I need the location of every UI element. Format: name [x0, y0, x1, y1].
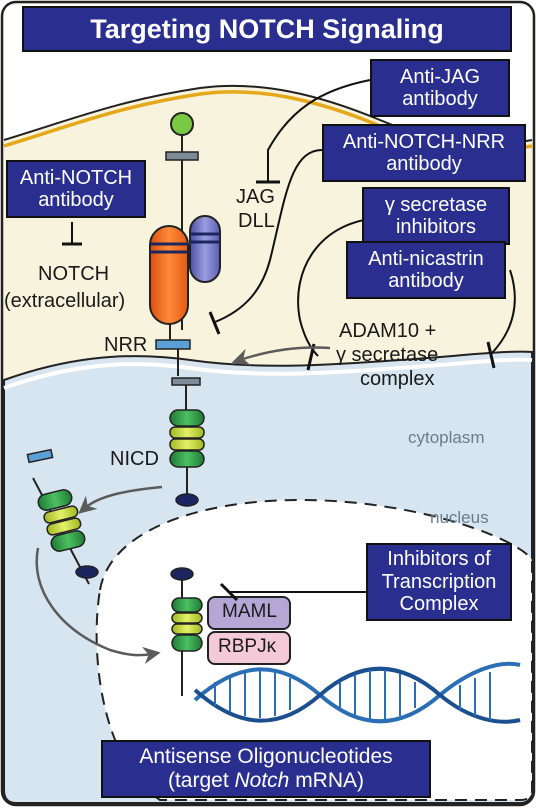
- nucleus-label: nucleus: [430, 508, 489, 527]
- jag-label: JAG: [236, 186, 275, 208]
- maml-protein: [207, 596, 291, 630]
- notch-extracellular-label: (extracellular): [4, 290, 126, 312]
- adam10-label: ADAM10 +: [339, 320, 437, 342]
- anti-notch-nrr-antibody-box: Anti-NOTCH-NRR antibody: [322, 124, 526, 182]
- antisense-oligonucleotides-box: Antisense Oligonucleotides (target Notch…: [101, 740, 431, 798]
- receiving-cell-membrane: [3, 357, 533, 390]
- process-arrows: [35, 346, 331, 665]
- gamma-secretase-inhibitors-box: γ secretase inhibitors: [362, 187, 510, 245]
- transcription-complex-inhibitors-box: Inhibitors of Transcription Complex: [366, 543, 512, 621]
- anti-jag-antibody-box: Anti-JAG antibody: [370, 59, 510, 117]
- inhibition-lines: [62, 79, 516, 602]
- page-title: Targeting NOTCH Signaling: [90, 13, 444, 44]
- title-box: Targeting NOTCH Signaling: [22, 6, 512, 52]
- cytoplasm-label: cytoplasm: [408, 428, 485, 447]
- rbpjk-protein: [207, 631, 291, 665]
- notch-label: NOTCH: [38, 263, 110, 285]
- nrr-label: NRR: [104, 334, 148, 356]
- dll-label: DLL: [238, 210, 275, 232]
- rbpjk-label: RBPJκ: [218, 636, 277, 657]
- nrr-domain: [155, 339, 191, 350]
- nuclear-transcription-complex: [170, 567, 291, 696]
- antisense-target-line: (target Notch mRNA): [167, 769, 365, 792]
- anti-notch-antibody-box: Anti-NOTCH antibody: [6, 160, 146, 218]
- nicd-label: NICD: [110, 448, 159, 470]
- released-nicd: [26, 448, 99, 585]
- anti-nicastrin-antibody-box: Anti-nicastrin antibody: [346, 241, 506, 299]
- notch-receptor: [149, 225, 205, 507]
- gamma-complex-label-1: γ secretase: [336, 344, 439, 366]
- dna-helix: [193, 661, 521, 724]
- maml-label: MAML: [222, 601, 277, 622]
- gamma-complex-label-2: complex: [360, 368, 435, 390]
